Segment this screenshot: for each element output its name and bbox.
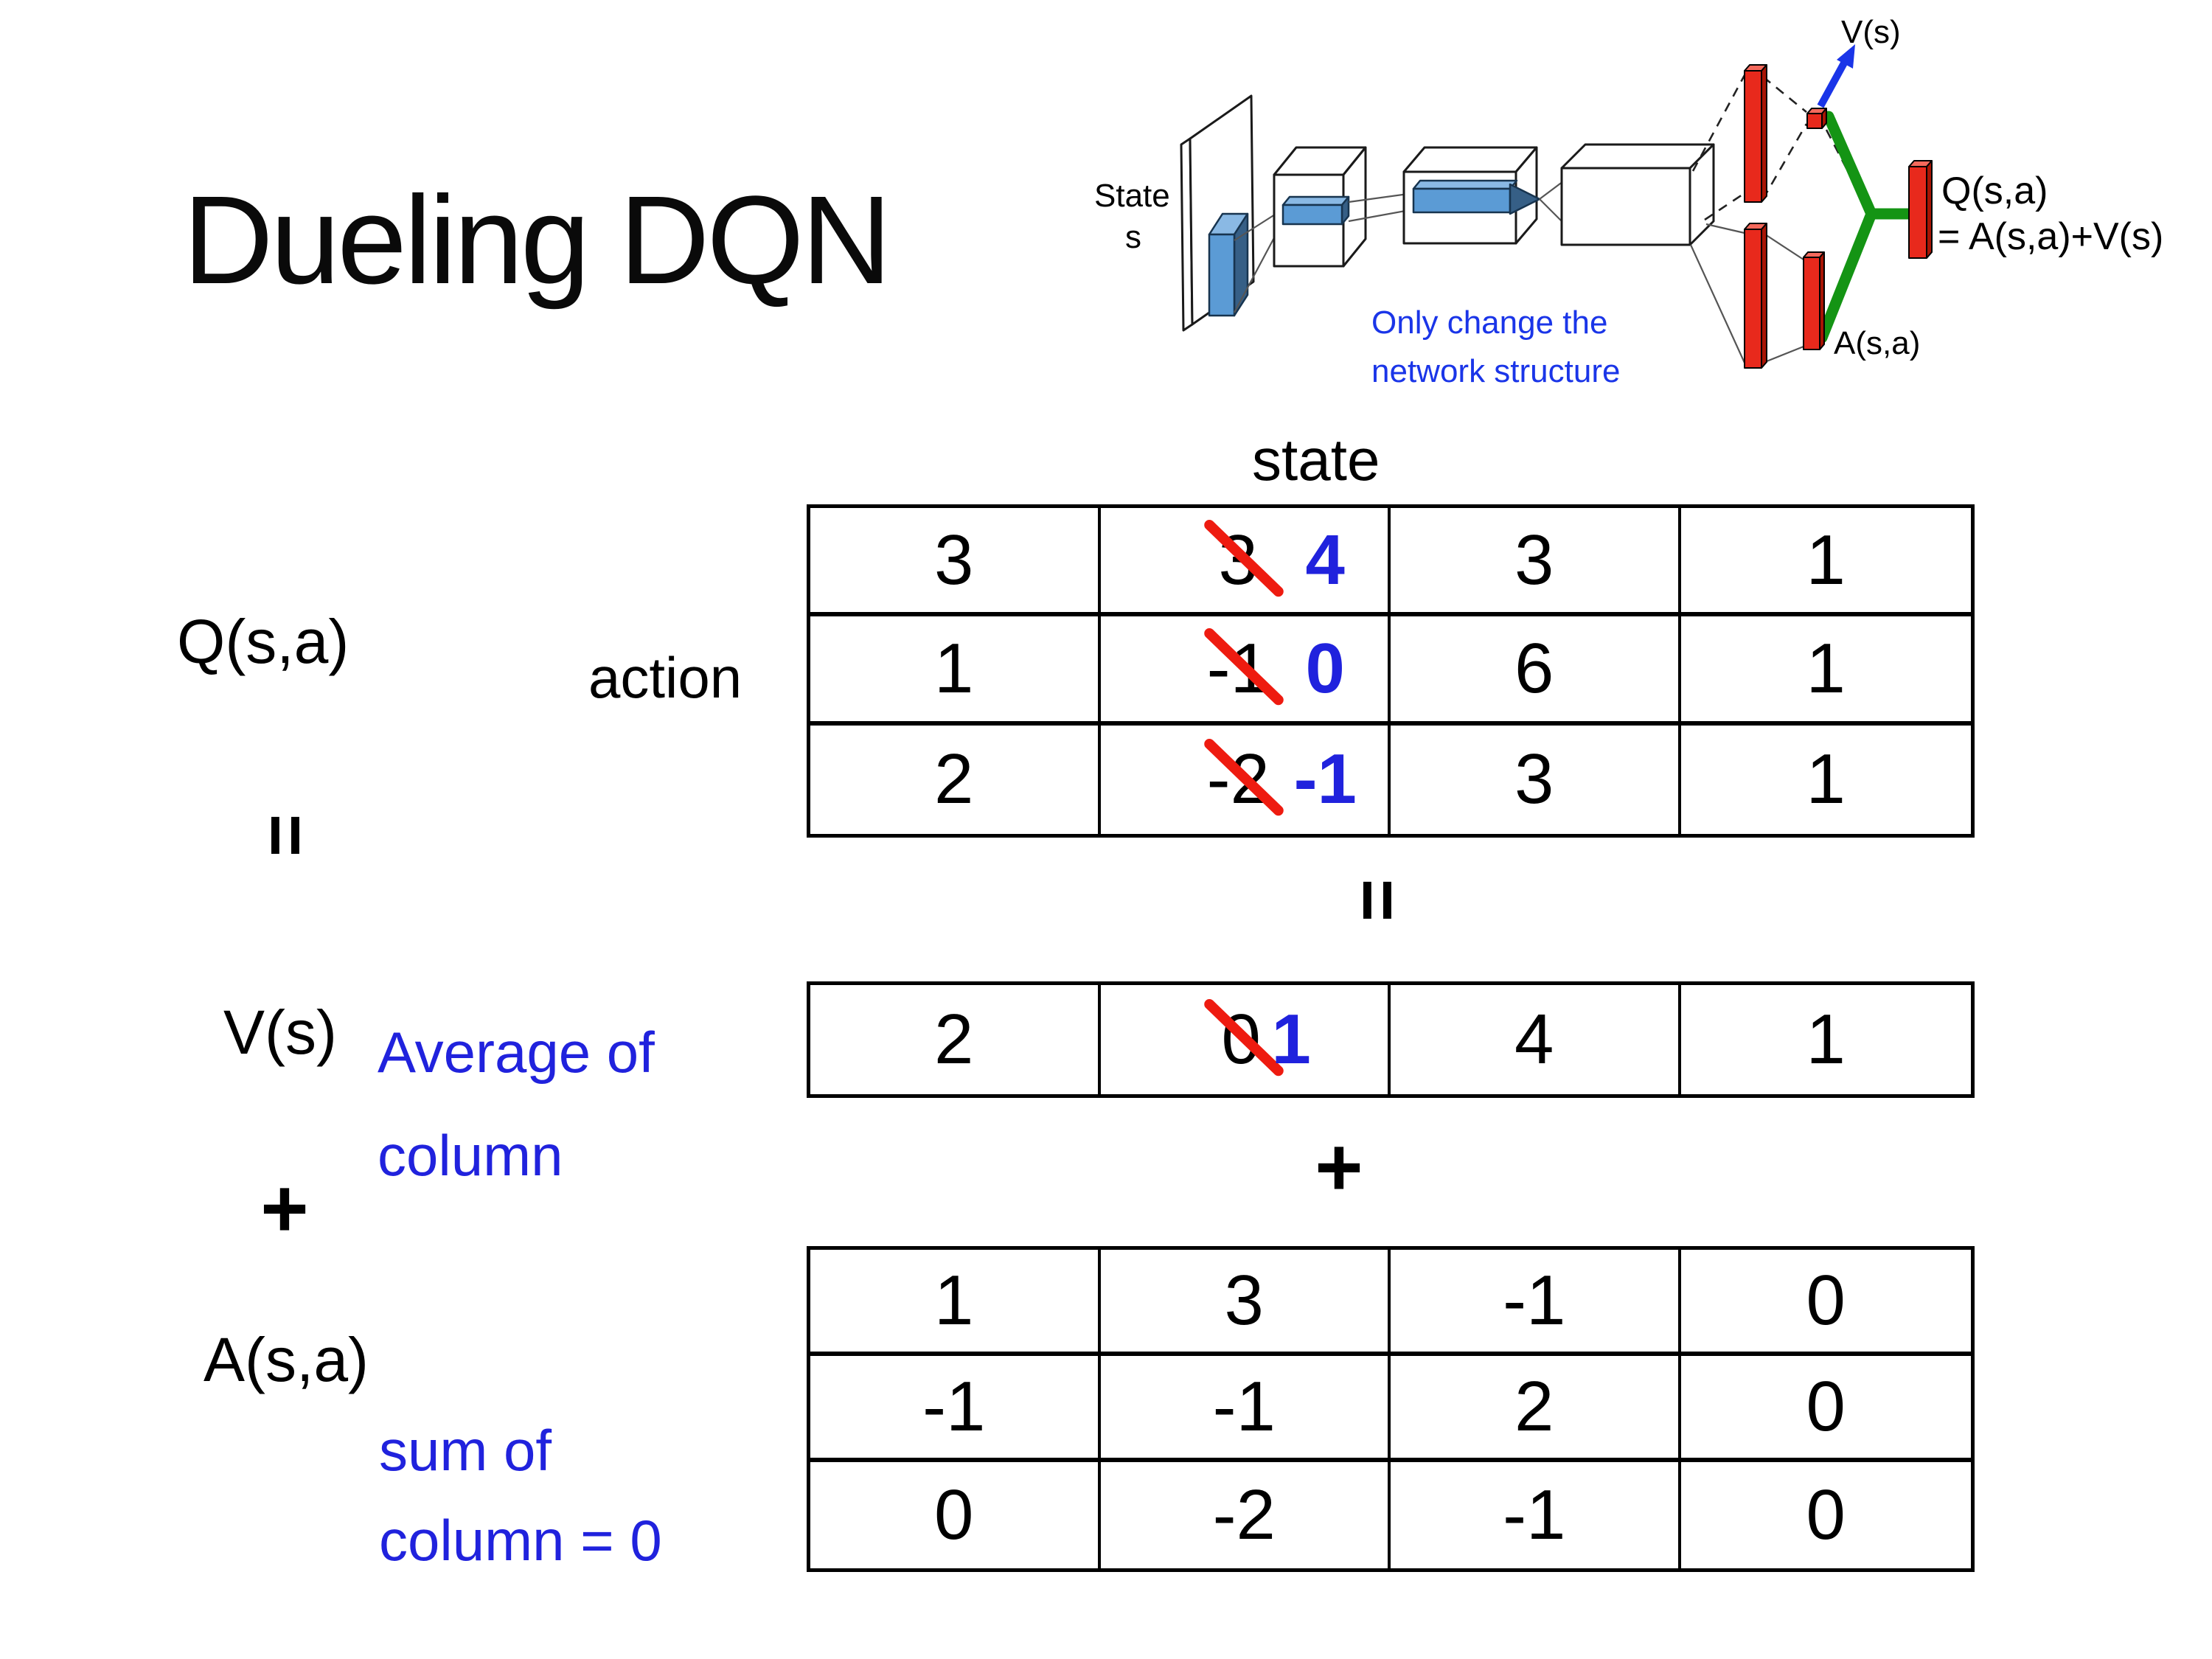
cell-value: 4 bbox=[1514, 1000, 1554, 1079]
cell-value: 0 bbox=[1806, 1367, 1846, 1446]
cell-value: -1 bbox=[1503, 1475, 1566, 1554]
cell-value: -1 bbox=[1212, 1367, 1276, 1446]
cell-value: 2 bbox=[934, 740, 974, 819]
cell-value: -2 bbox=[1212, 1475, 1276, 1554]
state-axis-label: state bbox=[1252, 427, 1380, 493]
cell-value: 0 bbox=[934, 1475, 974, 1554]
v-row-cell: 4 bbox=[1391, 985, 1681, 1094]
plus-sign-left: + bbox=[260, 1162, 309, 1255]
v-scalar-red-box bbox=[1806, 108, 1827, 129]
slide-title: Dueling DQN bbox=[183, 170, 891, 310]
a-table-cell: -1 bbox=[1100, 1356, 1391, 1462]
cell-value: 0 bbox=[1806, 1261, 1846, 1340]
q-table-cell: 3 bbox=[810, 508, 1101, 617]
average-note-line1: Average of bbox=[378, 1020, 655, 1085]
new-value: -1 bbox=[1293, 740, 1357, 819]
v-value-row: 2 0 1 4 1 bbox=[807, 981, 1975, 1098]
fc-red-bar-bottom bbox=[1744, 223, 1767, 369]
v-output-arrow-icon bbox=[1817, 44, 1855, 108]
network-note-line2: network structure bbox=[1371, 353, 1620, 389]
conv-box-3 bbox=[1560, 143, 1715, 246]
q-value-table: 3 3 4 3 1 1 -1 0 6 1 2 -2 -1 3 1 bbox=[807, 504, 1975, 838]
cell-value: 2 bbox=[1514, 1367, 1554, 1446]
fc-red-bar-top bbox=[1744, 64, 1767, 203]
q-output-red-bar bbox=[1908, 160, 1933, 259]
a-table-cell: 2 bbox=[1391, 1356, 1681, 1462]
state-input-s-label: s bbox=[1125, 219, 1141, 255]
cell-value: -1 bbox=[1503, 1261, 1566, 1340]
stream-merge-green-connector bbox=[1816, 111, 1917, 344]
cell-value: 1 bbox=[934, 628, 974, 708]
q-table-cell: 3 bbox=[1391, 725, 1681, 834]
q-output-label-line2: = A(s,a)+V(s) bbox=[1938, 215, 2163, 258]
new-value: 4 bbox=[1305, 520, 1345, 599]
q-table-cell: 1 bbox=[1680, 616, 1971, 726]
cell-value: 2 bbox=[934, 1000, 974, 1079]
q-table-cell: 1 bbox=[1681, 726, 1972, 834]
sum-note-line2: column = 0 bbox=[379, 1508, 662, 1573]
v-function-label: V(s) bbox=[223, 998, 337, 1067]
q-table-cell: 2 bbox=[810, 725, 1101, 834]
state-input-label: State bbox=[1094, 178, 1170, 214]
conv-connection-line bbox=[1348, 192, 1414, 204]
a-output-label: A(s,a) bbox=[1834, 325, 1920, 361]
new-value: 0 bbox=[1305, 628, 1345, 708]
new-value: 1 bbox=[1271, 1000, 1311, 1079]
cell-value: 6 bbox=[1514, 628, 1554, 708]
average-note-line2: column bbox=[378, 1123, 563, 1188]
cell-value: 1 bbox=[934, 1261, 974, 1340]
equals-sign-left: = bbox=[244, 813, 327, 858]
a-table-cell: -1 bbox=[810, 1356, 1101, 1462]
a-table-cell: 0 bbox=[810, 1462, 1101, 1568]
a-function-label: A(s,a) bbox=[204, 1325, 369, 1394]
q-table-cell-struck: -2 -1 bbox=[1101, 725, 1391, 834]
cell-value: 3 bbox=[1224, 1261, 1264, 1340]
cell-value: 3 bbox=[934, 520, 974, 599]
a-value-table: 1 3 -1 0 -1 -1 2 0 0 -2 -1 0 bbox=[807, 1246, 1975, 1572]
plus-sign-middle: + bbox=[1315, 1121, 1363, 1214]
q-output-label-line1: Q(s,a) bbox=[1941, 170, 2048, 212]
network-note-line1: Only change the bbox=[1371, 305, 1607, 341]
q-table-cell-struck: -1 0 bbox=[1100, 616, 1391, 726]
sum-note-line1: sum of bbox=[379, 1418, 552, 1483]
q-table-cell-struck: 3 4 bbox=[1100, 508, 1391, 617]
conv-connection-line bbox=[1539, 198, 1564, 223]
a-table-cell: -1 bbox=[1391, 1250, 1681, 1356]
v-row-cell: 2 bbox=[810, 985, 1101, 1094]
cell-value: 3 bbox=[1514, 520, 1554, 599]
v-row-cell: 1 bbox=[1681, 985, 1972, 1094]
cell-value: 0 bbox=[1806, 1475, 1846, 1554]
input-patch-blue-box bbox=[1208, 212, 1249, 317]
v-output-label: V(s) bbox=[1841, 14, 1901, 50]
a-table-cell: -1 bbox=[1391, 1462, 1681, 1568]
cell-value: 1 bbox=[1806, 520, 1846, 599]
feature-map-blue-bar-1 bbox=[1281, 195, 1350, 226]
q-table-cell: 1 bbox=[1680, 508, 1971, 617]
q-function-label: Q(s,a) bbox=[177, 607, 349, 676]
v-row-cell-struck: 0 1 bbox=[1101, 985, 1391, 1094]
cell-value: 1 bbox=[1806, 740, 1846, 819]
a-table-cell: 3 bbox=[1100, 1250, 1391, 1356]
cell-value: 3 bbox=[1514, 740, 1554, 819]
q-table-cell: 3 bbox=[1391, 508, 1681, 617]
cell-value: 1 bbox=[1806, 628, 1846, 708]
dueling-network-diagram: State s V(s) A(s,a) Q(s,a) = A(s,a)+V(s)… bbox=[1094, 14, 2163, 389]
a-table-cell: 0 bbox=[1680, 1250, 1971, 1356]
equals-sign-middle: = bbox=[1336, 878, 1419, 922]
q-table-cell: 6 bbox=[1391, 616, 1681, 726]
a-table-cell: 0 bbox=[1681, 1462, 1972, 1568]
cell-value: 1 bbox=[1806, 1000, 1846, 1079]
a-vector-red-bar bbox=[1803, 251, 1825, 350]
cell-value: -1 bbox=[922, 1367, 986, 1446]
q-table-cell: 1 bbox=[810, 616, 1101, 726]
conv-connection-line bbox=[1539, 181, 1564, 200]
a-table-cell: -2 bbox=[1101, 1462, 1391, 1568]
action-axis-label: action bbox=[588, 645, 742, 710]
a-table-cell: 1 bbox=[810, 1250, 1101, 1356]
thin-connections bbox=[1689, 223, 1804, 364]
feature-map-blue-bar-2 bbox=[1412, 179, 1541, 215]
conv-connection-line bbox=[1348, 208, 1414, 223]
a-table-cell: 0 bbox=[1680, 1356, 1971, 1462]
